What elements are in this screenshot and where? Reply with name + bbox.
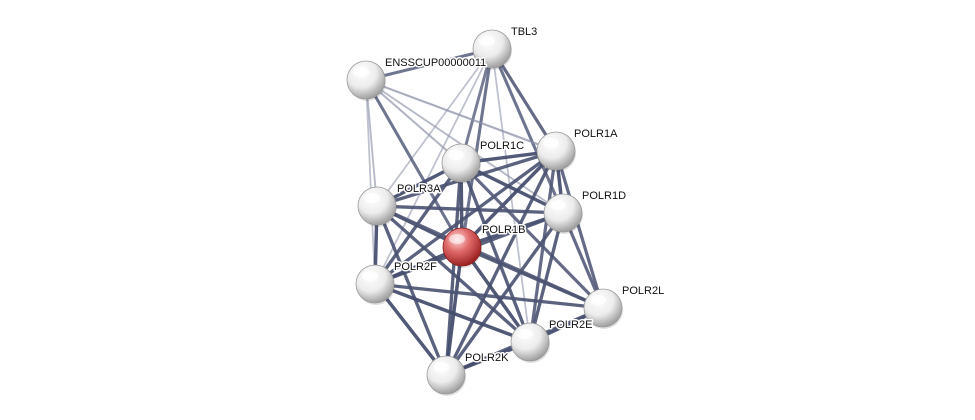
node-label-ensscup: ENSSCUP00000011 bbox=[385, 57, 486, 69]
edge-tbl3-polr1a bbox=[490, 47, 558, 153]
node-label-polr2k: POLR2K bbox=[465, 352, 509, 364]
node-sphere bbox=[536, 131, 576, 171]
node-highlight bbox=[590, 295, 606, 305]
edge-tbl3-ensscup bbox=[364, 47, 494, 82]
node-sphere bbox=[355, 264, 395, 304]
node-polr1a[interactable] bbox=[536, 131, 576, 172]
edge-polr1d-polr2k bbox=[444, 211, 565, 377]
node-sphere bbox=[426, 355, 466, 395]
node-highlight bbox=[449, 234, 465, 244]
edge-polr1a-polr2f bbox=[373, 149, 558, 286]
edge-ensscup-polr1c bbox=[364, 78, 463, 165]
edge-polr2f-polr2e bbox=[373, 282, 532, 344]
edge-tbl3-polr1c bbox=[459, 47, 494, 165]
edge-polr2f-polr2l bbox=[373, 282, 605, 310]
node-polr3a[interactable] bbox=[357, 186, 397, 227]
edge-polr1a-polr1b bbox=[460, 149, 558, 249]
node-tbl3[interactable] bbox=[472, 29, 512, 70]
node-label-polr2f: POLR2F bbox=[394, 261, 437, 273]
node-highlight bbox=[433, 362, 449, 372]
node-highlight bbox=[353, 67, 369, 77]
node-polr1c[interactable] bbox=[441, 143, 481, 184]
node-ensscup[interactable] bbox=[346, 60, 386, 101]
node-label-polr1a: POLR1A bbox=[574, 128, 618, 140]
edge-polr1b-polr2k bbox=[444, 245, 464, 377]
edge-polr1b-polr2e bbox=[460, 245, 532, 344]
node-highlight bbox=[543, 138, 559, 148]
node-label-tbl3: TBL3 bbox=[511, 26, 537, 38]
node-layer bbox=[346, 29, 623, 396]
node-highlight bbox=[550, 200, 566, 210]
edge-ensscup-polr2f bbox=[365, 79, 376, 285]
node-sphere bbox=[441, 143, 481, 183]
node-highlight bbox=[448, 150, 464, 160]
edge-ensscup-polr1b bbox=[364, 78, 464, 249]
node-label-polr2l: POLR2L bbox=[622, 285, 664, 297]
node-label-polr3a: POLR3A bbox=[397, 183, 441, 195]
edge-polr3a-polr2k bbox=[375, 204, 448, 377]
node-polr2e[interactable] bbox=[510, 322, 550, 363]
edge-polr1c-polr2k bbox=[444, 161, 463, 377]
node-sphere bbox=[510, 322, 550, 362]
node-sphere bbox=[346, 60, 386, 100]
node-highlight bbox=[479, 36, 495, 46]
edge-polr1a-polr2l bbox=[554, 149, 605, 310]
node-polr1d[interactable] bbox=[543, 193, 583, 234]
node-label-polr1c: POLR1C bbox=[480, 140, 524, 152]
edge-polr1b-polr2l bbox=[460, 245, 605, 310]
node-sphere bbox=[357, 186, 397, 226]
edge-polr1c-polr2l bbox=[459, 161, 605, 310]
edge-polr3a-polr2e bbox=[375, 204, 532, 344]
node-highlight bbox=[364, 193, 380, 203]
node-label-polr2e: POLR2E bbox=[549, 319, 592, 331]
edge-ensscup-polr3a bbox=[365, 79, 378, 207]
node-polr1b[interactable] bbox=[442, 227, 482, 268]
edge-tbl3-polr1b bbox=[460, 47, 494, 249]
edge-polr1c-polr2e bbox=[459, 161, 532, 344]
query-node-sphere bbox=[442, 227, 482, 267]
node-highlight bbox=[362, 271, 378, 281]
node-highlight bbox=[517, 329, 533, 339]
node-label-polr1b: POLR1B bbox=[482, 224, 525, 236]
edge-tbl3-polr3a bbox=[376, 48, 493, 207]
edge-ensscup-polr1a bbox=[364, 78, 558, 153]
node-polr2l[interactable] bbox=[583, 288, 623, 329]
node-label-polr1d: POLR1D bbox=[582, 190, 626, 202]
node-polr2f[interactable] bbox=[355, 264, 395, 305]
node-sphere bbox=[543, 193, 583, 233]
node-polr2k[interactable] bbox=[426, 355, 466, 396]
edge-polr1d-polr3a bbox=[375, 204, 565, 215]
edge-polr1d-polr2e bbox=[528, 211, 565, 344]
